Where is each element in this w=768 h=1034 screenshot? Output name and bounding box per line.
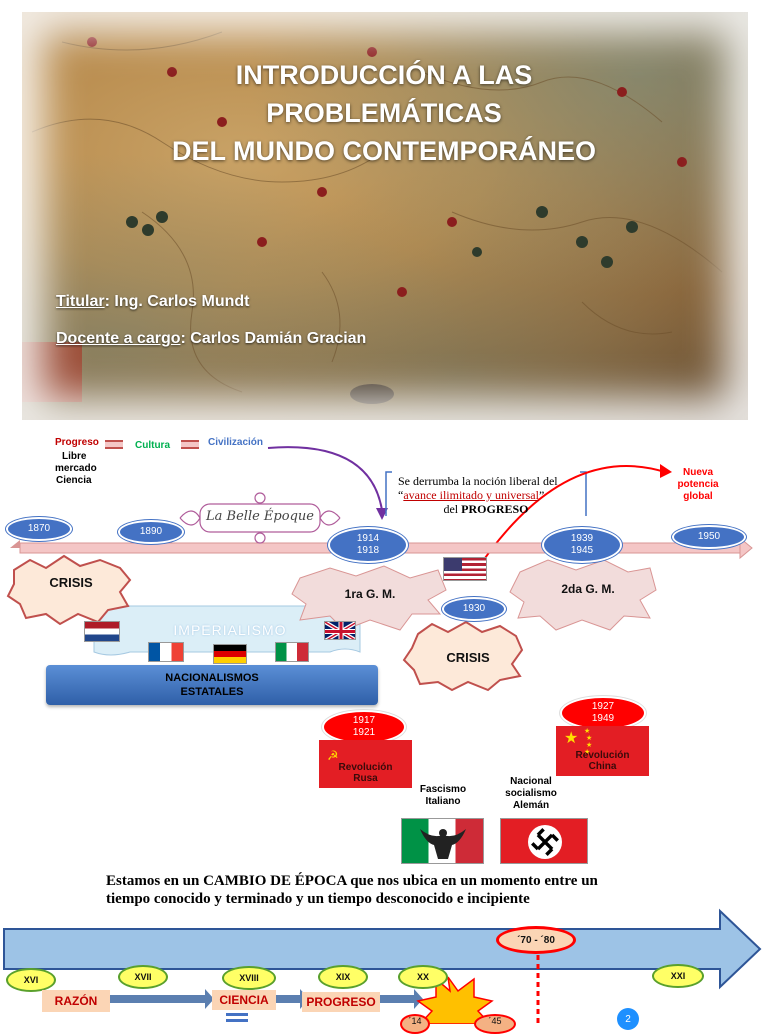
revolucion-china-label: Revolución China <box>556 750 649 772</box>
france-flag-icon <box>148 642 184 662</box>
century-xvii: XVII <box>118 965 168 989</box>
cultura-label: Cultura <box>135 440 170 451</box>
italy-flag-icon <box>275 642 309 662</box>
nacionalismos-line-2: ESTATALES <box>180 686 244 698</box>
year-1949: 1949 <box>591 713 615 724</box>
civilizacion-label: Civilización <box>208 437 264 448</box>
revolucion-rusa-label: Revolución Rusa <box>319 762 412 784</box>
title-line-2: PROBLEMÁTICAS <box>266 98 502 128</box>
titular-value: : Ing. Carlos Mundt <box>104 293 250 310</box>
nacionalismos-line-1: NACIONALISMOS <box>165 672 259 684</box>
nueva-potencia-line-3: global <box>683 491 713 502</box>
fascismo-line-1: Fascismo <box>419 784 467 795</box>
title-line-3: DEL MUNDO CONTEMPORÁNEO <box>171 136 596 166</box>
main-title: INTRODUCCIÓN A LAS PROBLEMÁTICAS DEL MUN… <box>0 56 768 170</box>
year-1950: 1950 <box>672 525 746 549</box>
crisis-label-2: CRISIS <box>446 650 490 665</box>
titular-credit: Titular: Ing. Carlos Mundt <box>56 293 249 311</box>
title-slide-background <box>22 12 748 420</box>
year-1917: 1917 <box>352 715 376 726</box>
progreso-label: Progreso <box>55 437 99 448</box>
statement-line-1: Estamos en un CAMBIO DE ÉPOCA que nos ub… <box>106 873 598 889</box>
nueva-potencia-line-1: Nueva <box>682 467 713 478</box>
war-year-14: ´14 <box>400 1014 430 1034</box>
rev-rusa-line-2: Rusa <box>353 773 378 784</box>
year-1930: 1930 <box>442 597 506 621</box>
year-1939: 1939 <box>570 533 594 544</box>
century-xx: XX <box>398 965 448 989</box>
risk-board-map-illustration <box>22 31 723 404</box>
germany-flag-icon <box>213 644 247 664</box>
rev-china-line-1: Revolución <box>575 750 630 761</box>
rev-rusa-line-1: Revolución <box>338 762 393 773</box>
progreso-box: PROGRESO <box>302 992 380 1012</box>
cambio-de-epoca-statement: Estamos en un CAMBIO DE ÉPOCA que nos ub… <box>106 872 706 908</box>
war-year-45: ´45 <box>474 1014 516 1034</box>
note-line-1: Se derrumba la noción liberal del <box>398 474 558 488</box>
title-line-1: INTRODUCCIÓN A LAS <box>235 60 533 90</box>
year-1945: 1945 <box>570 545 594 556</box>
ciencia-label: Ciencia <box>56 475 92 486</box>
liberal-progress-note: Se derrumba la noción liberal del “avanc… <box>398 474 574 516</box>
china-flag-box: ★ ★ ★ ★★ Revolución China <box>556 726 649 776</box>
century-xxi: XXI <box>652 964 704 988</box>
fascist-italy-flag-icon <box>401 818 484 864</box>
statement-line-2: tiempo conocido y terminado y un tiempo … <box>106 891 530 907</box>
century-xix: XIX <box>318 965 368 989</box>
ww2-label: 2da G. M. <box>561 582 615 596</box>
nazi-line-2: socialismo <box>505 788 557 799</box>
belle-epoque-label: La Belle Époque <box>206 509 314 524</box>
small-stars-icon: ★ ★ ★★ <box>584 728 593 756</box>
year-1914: 1914 <box>356 533 380 544</box>
year-1921: 1921 <box>352 727 376 738</box>
note-progreso: PROGRESO <box>461 502 529 516</box>
hammer-sickle-icon: ☭ <box>327 748 339 763</box>
note-line-2: “avance ilimitado y universal” <box>398 488 545 502</box>
libre-label: Libre <box>62 451 87 462</box>
fascismo-line-2: Italiano <box>425 796 461 807</box>
note-line-3: del PROGRESO <box>398 502 574 516</box>
docente-label: Docente a cargo <box>56 330 181 347</box>
century-xviii: XVIII <box>222 966 276 990</box>
page-number-badge[interactable]: 2 <box>617 1008 639 1030</box>
nazi-label: Nacional socialismo Alemán <box>496 776 566 812</box>
equals-sign-icon <box>105 440 123 449</box>
era-arrow-graphic <box>3 908 762 1024</box>
equals-sign-icon <box>181 440 199 449</box>
note-prefix: del <box>443 502 462 516</box>
soviet-flag-box: ☭ Revolución Rusa <box>319 740 412 788</box>
nacionalismos-box: NACIONALISMOS ESTATALES <box>46 665 378 705</box>
century-xvi: XVI <box>6 968 56 992</box>
nueva-potencia-label: Nueva potencia global <box>668 467 728 503</box>
era-70-80-oval: ´70 - ´80 <box>496 926 576 954</box>
imperialismo-label: IMPERIALISMO <box>173 622 287 638</box>
nazi-line-3: Alemán <box>512 800 550 811</box>
crisis-label-1: CRISIS <box>49 575 93 590</box>
rev-china-line-2: China <box>588 761 617 772</box>
year-1927: 1927 <box>591 701 615 712</box>
star-icon: ★ <box>564 730 579 747</box>
mercado-label: mercado <box>55 463 97 474</box>
ciencia-box: CIENCIA <box>212 990 276 1010</box>
fascismo-label: Fascismo Italiano <box>410 784 476 808</box>
ww1-label: 1ra G. M. <box>344 587 396 601</box>
year-1890: 1890 <box>118 520 184 544</box>
docente-credit: Docente a cargo: Carlos Damián Gracian <box>56 330 366 348</box>
usa-flag-icon <box>443 557 487 581</box>
year-1918: 1918 <box>356 545 380 556</box>
razon-box: RAZÓN <box>42 990 110 1012</box>
nazi-line-1: Nacional <box>510 776 552 787</box>
titular-label: Titular <box>56 293 105 310</box>
docente-value: : Carlos Damián Gracian <box>180 330 367 347</box>
uk-flag-icon <box>324 621 356 640</box>
nueva-potencia-line-2: potencia <box>677 479 719 490</box>
note-quote: avance ilimitado y universal <box>403 488 539 502</box>
netherlands-flag-icon <box>84 621 120 642</box>
year-1870: 1870 <box>6 517 72 541</box>
nazi-germany-flag-icon <box>500 818 588 864</box>
